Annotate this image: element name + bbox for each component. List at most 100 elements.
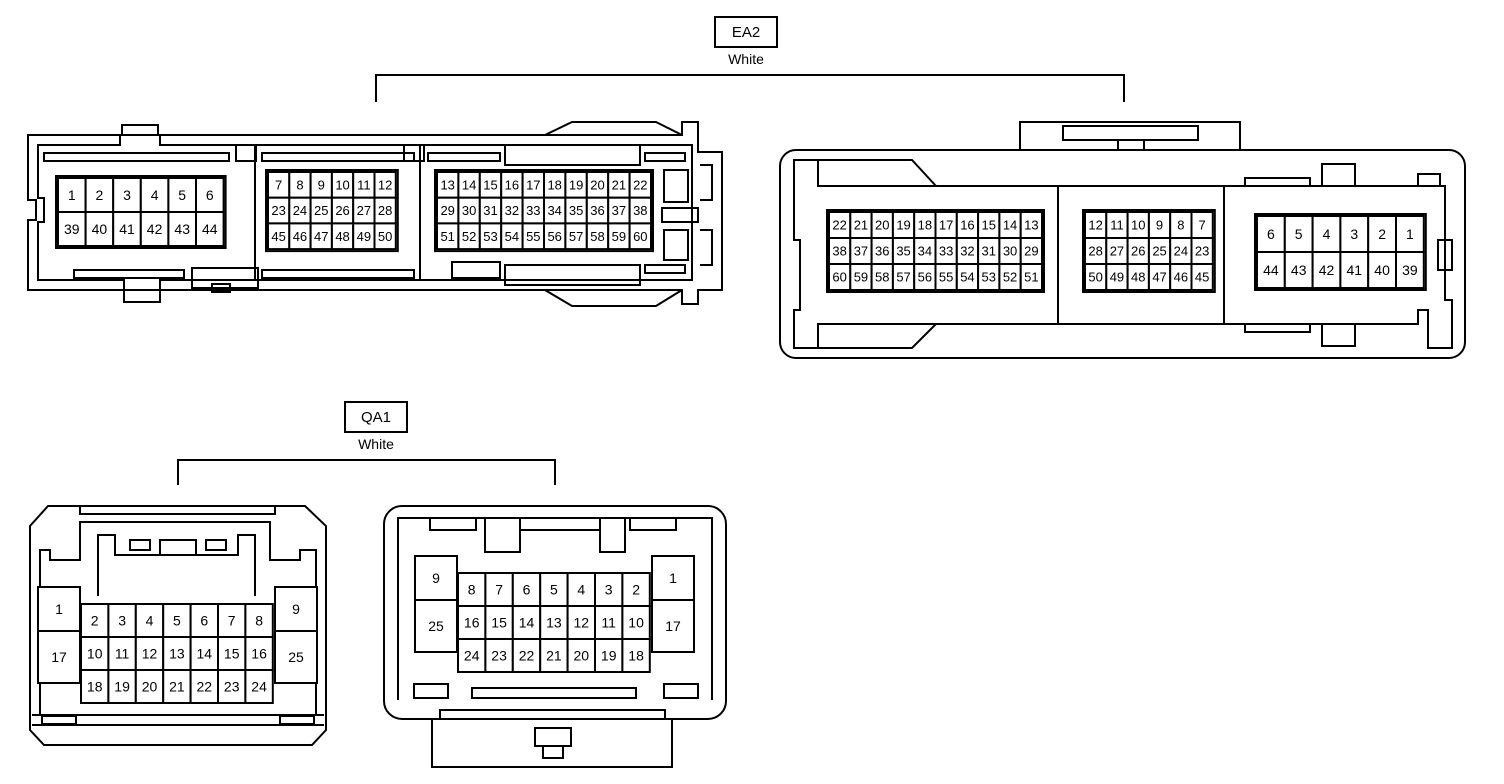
ea2-housing-left	[27, 121, 723, 307]
terminal-number: 49	[1110, 270, 1124, 285]
terminal-number: 11	[601, 615, 616, 631]
connector-color-qa1: White	[358, 436, 394, 452]
terminal-cavity	[414, 555, 458, 601]
terminal-number: 44	[202, 221, 218, 237]
terminal-number: 38	[633, 203, 647, 218]
terminal-number: 53	[483, 229, 497, 244]
terminal-number: 13	[440, 178, 454, 193]
terminal-number: 8	[255, 613, 263, 629]
terminal-number: 18	[628, 648, 644, 664]
terminal-number: 23	[271, 203, 285, 218]
terminal-number: 50	[378, 229, 392, 244]
terminal-number: 4	[146, 613, 154, 629]
terminal-number: 21	[612, 178, 626, 193]
terminal-number: 20	[875, 218, 889, 233]
terminal-number: 42	[147, 221, 163, 237]
terminal-cavity	[1019, 263, 1044, 291]
terminal-cavity	[539, 605, 569, 640]
terminal-number: 6	[1267, 226, 1275, 242]
terminal-number: 57	[896, 270, 910, 285]
terminal-number: 15	[483, 178, 497, 193]
terminal-number: 43	[1291, 262, 1307, 278]
terminal-number: 60	[633, 229, 647, 244]
terminal-number: 25	[288, 649, 304, 665]
terminal-cavity	[621, 605, 651, 640]
terminal-number: 17	[939, 218, 953, 233]
terminal-number: 28	[378, 203, 392, 218]
terminal-number: 16	[505, 178, 519, 193]
terminal-number: 24	[464, 648, 480, 664]
terminal-number: 11	[357, 178, 371, 193]
terminal-number: 17	[51, 649, 67, 665]
terminal-number: 17	[526, 178, 540, 193]
terminal-number: 48	[1131, 270, 1145, 285]
qa1-housing-left	[29, 505, 327, 746]
terminal-number: 12	[378, 178, 392, 193]
terminal-number: 41	[1347, 262, 1363, 278]
terminal-number: 22	[519, 648, 535, 664]
terminal-number: 17	[665, 618, 681, 634]
connector-bracket-qa1	[177, 459, 556, 485]
terminal-number: 22	[832, 218, 846, 233]
terminal-number: 20	[574, 648, 590, 664]
terminal-number: 19	[569, 178, 583, 193]
terminal-number: 23	[224, 679, 240, 695]
terminal-number: 26	[335, 203, 349, 218]
terminal-number: 13	[1024, 218, 1038, 233]
terminal-number: 10	[87, 646, 103, 662]
qa1-housing-right	[383, 505, 727, 768]
terminal-number: 55	[939, 270, 953, 285]
terminal-number: 15	[491, 615, 507, 631]
terminal-number: 31	[483, 203, 497, 218]
terminal-number: 58	[875, 270, 889, 285]
terminal-number: 5	[1295, 226, 1303, 242]
terminal-cavity	[162, 669, 192, 704]
terminal-number: 7	[1199, 218, 1206, 233]
terminal-number: 60	[832, 270, 846, 285]
terminal-number: 20	[142, 679, 158, 695]
terminal-number: 24	[1174, 244, 1188, 259]
ea2-housing-right	[779, 121, 1466, 359]
terminal-number: 27	[1110, 244, 1124, 259]
terminal-number: 52	[462, 229, 476, 244]
terminal-number: 7	[495, 582, 503, 598]
terminal-cavity	[621, 638, 651, 673]
terminal-number: 1	[55, 601, 63, 617]
terminal-number: 9	[432, 570, 440, 586]
terminal-number: 46	[1174, 270, 1188, 285]
terminal-cavity	[414, 599, 458, 653]
terminal-number: 19	[896, 218, 910, 233]
terminal-cavity	[189, 669, 220, 704]
terminal-number: 11	[1110, 218, 1124, 233]
terminal-number: 2	[632, 582, 640, 598]
terminal-cavity	[195, 211, 225, 247]
terminal-number: 22	[197, 679, 213, 695]
terminal-cavity	[566, 572, 596, 607]
terminal-number: 33	[939, 244, 953, 259]
terminal-number: 47	[1152, 270, 1166, 285]
terminal-number: 5	[178, 187, 186, 203]
connector-bracket-ea2	[375, 74, 1125, 102]
terminal-number: 41	[119, 221, 135, 237]
terminal-number: 27	[357, 203, 371, 218]
terminal-number: 30	[462, 203, 476, 218]
terminal-number: 4	[577, 582, 585, 598]
terminal-number: 56	[547, 229, 561, 244]
terminal-number: 24	[293, 203, 307, 218]
terminal-cavity	[244, 603, 274, 638]
terminal-number: 37	[854, 244, 868, 259]
terminal-number: 30	[1003, 244, 1017, 259]
terminal-cavity	[244, 636, 274, 671]
terminal-number: 16	[464, 615, 480, 631]
terminal-number: 34	[918, 244, 932, 259]
terminal-number: 15	[982, 218, 996, 233]
terminal-number: 4	[151, 187, 159, 203]
terminal-number: 22	[633, 178, 647, 193]
terminal-number: 35	[569, 203, 583, 218]
terminal-cavity	[244, 669, 274, 704]
terminal-number: 11	[115, 646, 130, 662]
terminal-number: 5	[173, 613, 181, 629]
terminal-number: 23	[491, 648, 507, 664]
terminal-number: 51	[1024, 270, 1038, 285]
